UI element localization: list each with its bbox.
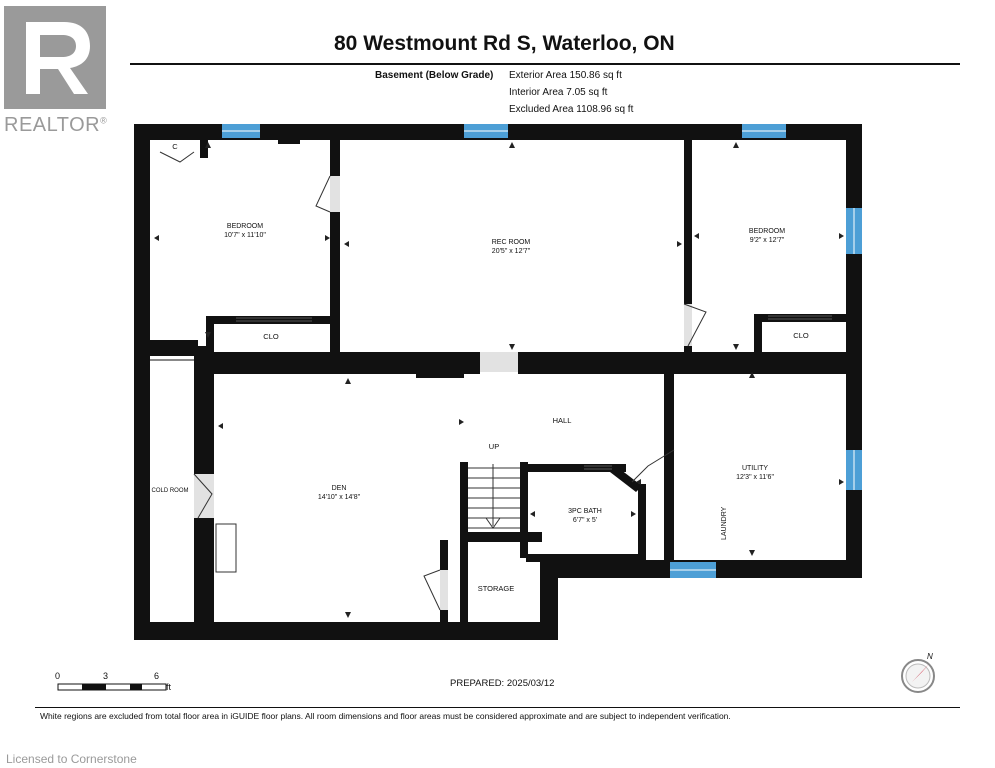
exterior-area: Exterior Area 150.86 sq ft [509,70,622,81]
cold-room-floor [150,360,194,622]
room-label-utility: UTILITY 12'3" x 11'6" [736,464,774,482]
prepared-date: PREPARED: 2025/03/12 [450,678,555,689]
realtor-logo: REALTOR® [4,6,116,136]
stairs [468,464,520,529]
closet-doors [236,315,832,470]
header-divider [130,63,960,65]
footer-divider [35,707,960,708]
scale-bar [57,683,167,691]
page-title: 80 Westmount Rd S, Waterloo, ON [334,32,675,55]
room-label-bedroom-right: BEDROOM 9'2" x 12'7" [749,227,785,245]
compass-north-label: N [927,652,933,661]
den-fireplace [215,523,237,573]
walls [134,124,862,640]
scale-tick-3: 3 [103,671,109,681]
interior-area: Interior Area 7.05 sq ft [509,87,608,98]
compass-icon [901,659,935,693]
room-name: BEDROOM [226,223,264,230]
room-name: BEDROOM [748,228,786,235]
windows [222,124,862,578]
scale-unit: ft [166,682,172,692]
room-name: 3PC BATH [568,508,602,515]
bath-wall [610,466,642,492]
dimension-arrow-icon [154,142,844,618]
room-name: REC ROOM [491,239,531,246]
room-name: UTILITY [741,465,769,472]
stair-up-label: UP [488,442,500,451]
room-label-den: DEN 14'10" x 14'8" [318,484,360,502]
room-label-cold-room: COLD ROOM [151,488,189,494]
door-openings [194,176,692,610]
room-dimensions: 10'7" x 11'10" [224,232,266,239]
room-dimensions: 9'2" x 12'7" [749,237,785,244]
realtor-wordmark: REALTOR® [4,114,108,136]
room-label-storage: STORAGE [477,584,515,593]
room-label-bedroom-left: BEDROOM 10'7" x 11'10" [224,222,266,240]
level-label: Basement (Below Grade) [375,70,494,81]
room-label-hall: HALL [552,416,572,425]
room-name: DEN [331,485,347,492]
excluded-area: Excluded Area 1108.96 sq ft [509,104,634,115]
room-label-bath: 3PC BATH 6'7" x 5' [568,507,602,525]
room-dimensions: 6'7" x 5' [572,517,598,524]
room-dimensions: 20'5" x 12'7" [491,248,531,255]
room-label-clo-right: CLO [793,331,809,340]
room-label-rec-room: REC ROOM 20'5" x 12'7" [492,238,531,256]
footer-disclaimer: White regions are excluded from total fl… [40,711,731,721]
room-label-laundry: LAUNDRY [721,506,728,540]
license-credit: Licensed to Cornerstone [6,752,137,766]
scale-tick-6: 6 [154,671,160,681]
room-label-closet-c: C [172,142,178,151]
scale-tick-0: 0 [55,671,61,681]
room-dimensions: 12'3" x 11'6" [736,474,774,481]
door-swings [159,151,707,611]
room-dimensions: 14'10" x 14'8" [317,494,361,501]
room-label-clo-left: CLO [263,332,279,341]
realtor-logo-icon [4,6,106,109]
